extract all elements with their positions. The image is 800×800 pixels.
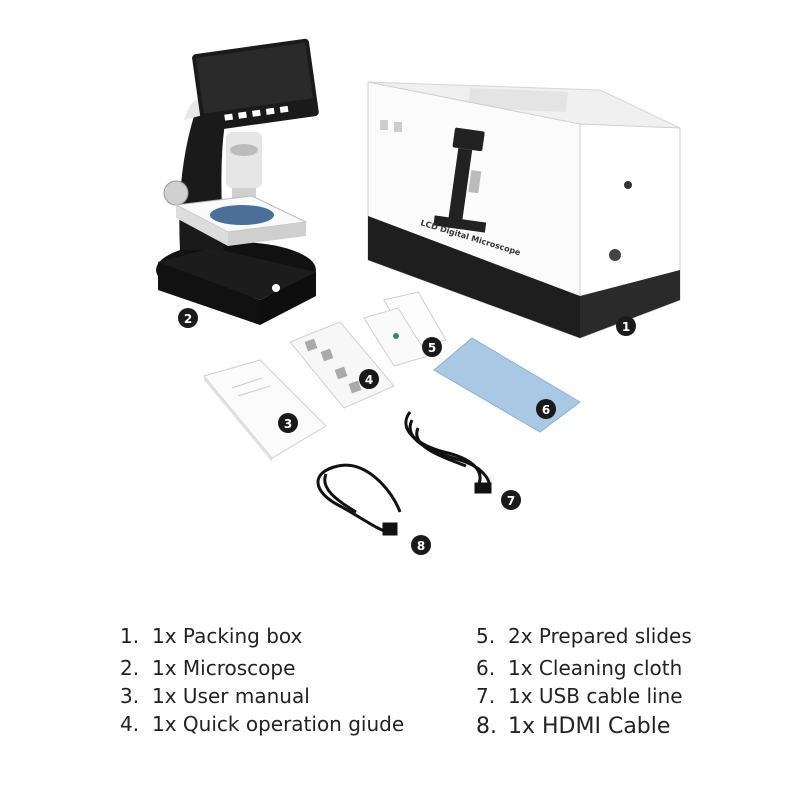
usb-cable xyxy=(404,411,492,494)
marker-6: 6 xyxy=(542,403,550,417)
list-number: 2. xyxy=(120,656,140,680)
packing-box: LCD Digital Microscope xyxy=(367,81,681,339)
prepared-slides xyxy=(363,291,447,367)
list-number: 3. xyxy=(120,684,140,708)
list-number: 6. xyxy=(476,656,496,680)
list-text: 1x HDMI Cable xyxy=(508,714,671,739)
contents-list-right: 5. 2x Prepared slides 6. 1x Cleaning cloth… xyxy=(476,620,776,750)
list-item: 6. 1x Cleaning cloth xyxy=(476,656,682,680)
list-text: 1x Quick operation giude xyxy=(152,712,405,736)
list-number: 7. xyxy=(476,684,496,708)
list-item: 4. 1x Quick operation giude xyxy=(120,712,404,736)
list-number: 4. xyxy=(120,712,140,736)
list-item: 5. 2x Prepared slides xyxy=(476,624,692,648)
list-number: 8. xyxy=(476,714,497,739)
list-text: 2x Prepared slides xyxy=(508,624,692,648)
microscope xyxy=(156,38,319,325)
marker-2: 2 xyxy=(184,312,192,326)
marker-1: 1 xyxy=(622,320,630,334)
marker-3: 3 xyxy=(284,417,292,431)
marker-5: 5 xyxy=(428,341,436,355)
contents-list-left: 1. 1x Packing box 2. 1x Microscope 3. 1x Us… xyxy=(120,620,440,750)
user-manual xyxy=(203,359,327,462)
list-text: 1x User manual xyxy=(152,684,310,708)
list-number: 1. xyxy=(120,624,140,648)
list-item: 2. 1x Microscope xyxy=(120,656,295,680)
marker-8: 8 xyxy=(417,539,425,553)
list-number: 5. xyxy=(476,624,496,648)
list-item: 3. 1x User manual xyxy=(120,684,310,708)
list-item: 7. 1x USB cable line xyxy=(476,684,683,708)
list-text: 1x USB cable line xyxy=(508,684,683,708)
marker-4: 4 xyxy=(365,373,373,387)
marker-7: 7 xyxy=(507,494,515,508)
cleaning-cloth xyxy=(433,337,581,433)
hdmi-cable xyxy=(316,463,402,536)
product-photo: LCD Digital Microscope xyxy=(156,38,681,555)
list-text: 1x Packing box xyxy=(152,624,303,648)
list-text: 1x Microscope xyxy=(152,656,296,680)
list-text: 1x Cleaning cloth xyxy=(508,656,683,680)
list-item: 1. 1x Packing box xyxy=(120,624,302,648)
list-item: 8. 1x HDMI Cable xyxy=(476,714,670,739)
markers: 1 2 3 4 5 6 7 8 xyxy=(178,308,636,555)
